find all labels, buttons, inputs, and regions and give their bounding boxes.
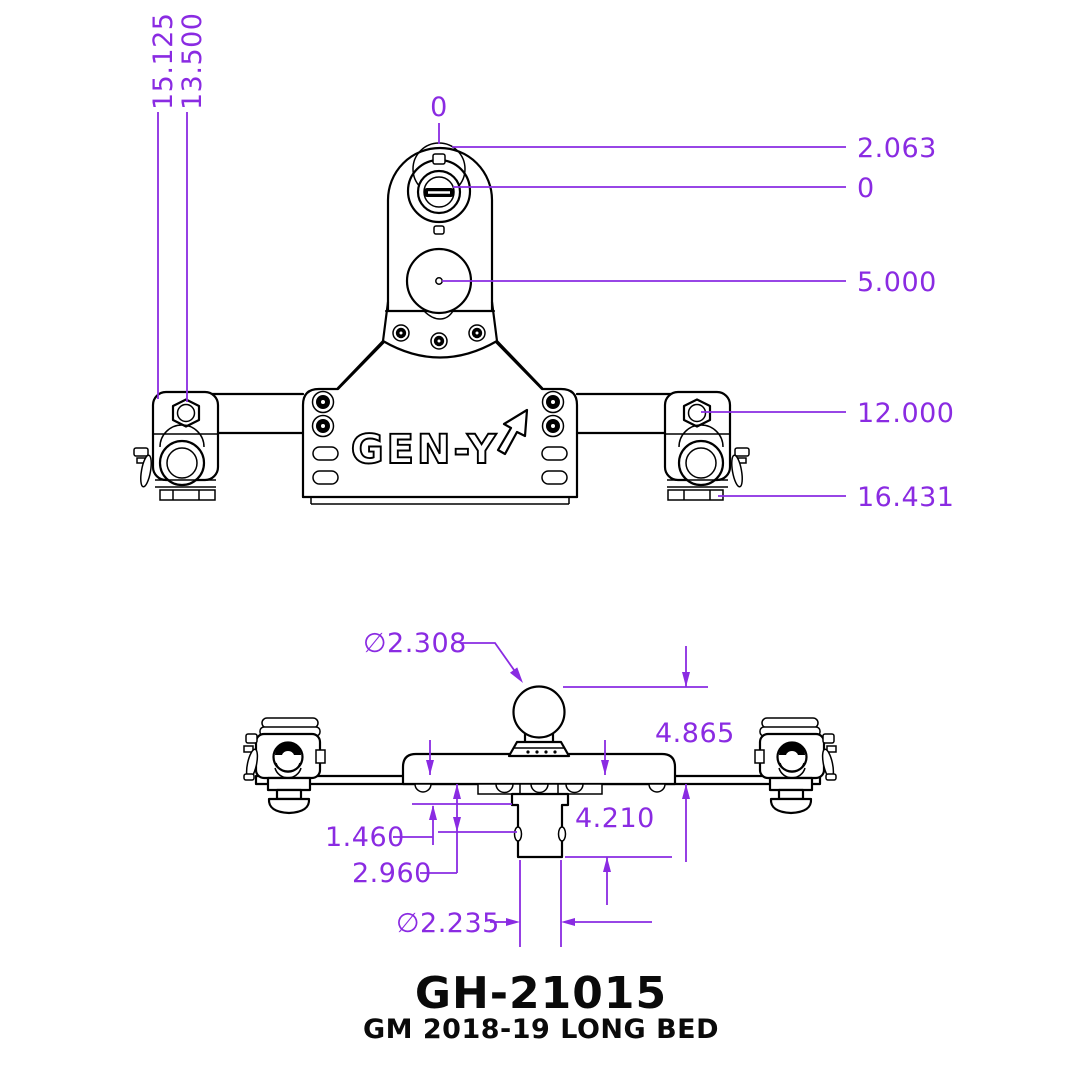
dim-label-shank-diameter: ∅2.235 [396, 908, 500, 939]
plate-bolt [311, 414, 335, 438]
left-arm [210, 392, 305, 435]
shank [510, 792, 570, 859]
side-view-dimensions: ∅2.308 4.865 4.210 1.460 2.960 [325, 628, 735, 947]
plate-slot [312, 470, 339, 485]
dim-label-4-865: 4.865 [655, 718, 735, 749]
vehicle-application: GM 2018-19 LONG BED [363, 1014, 719, 1045]
dim-label-13-500: 13.500 [177, 13, 208, 110]
pivot-hole [405, 247, 473, 315]
plate-bolt [541, 414, 565, 438]
dim-label-5-000: 5.000 [857, 267, 937, 298]
safety-pin-detail [406, 142, 472, 235]
dim-label-15-125: 15.125 [148, 13, 179, 110]
side-right-clamp [753, 716, 838, 815]
brand-logo: GEN-Y [350, 408, 529, 474]
bolt-head-bump [414, 783, 432, 793]
under-plate-bolt-row [477, 783, 603, 795]
right-arm [575, 392, 673, 435]
plate-bolt [541, 390, 565, 414]
plate-slot [541, 470, 568, 485]
dim-label-zero-top: 0 [430, 92, 448, 123]
dim-label-ball-diameter: ∅2.308 [363, 628, 467, 659]
plate-slot [312, 446, 339, 461]
side-left-clamp [242, 716, 327, 815]
front-left-clamp [132, 390, 220, 502]
pin-hole [557, 826, 567, 842]
title-block: GH-21015 GM 2018-19 LONG BED [363, 968, 719, 1045]
dim-label-zero-right: 0 [857, 173, 875, 204]
dim-label-4-210: 4.210 [575, 803, 655, 834]
pin-hole [513, 826, 523, 842]
logo-arrow-icon [496, 408, 529, 456]
head-bolt [392, 324, 410, 342]
dim-label-16-431: 16.431 [857, 482, 954, 513]
front-view-dimensions: 15.125 13.500 0 2.063 0 5.000 12.000 16.… [148, 13, 954, 513]
hitch-ball [507, 685, 571, 758]
dim-label-12-000: 12.000 [857, 398, 954, 429]
head-bolt [430, 332, 448, 350]
head-bolt [468, 324, 486, 342]
plate-slot [541, 446, 568, 461]
front-right-clamp [663, 390, 751, 502]
side-view-drawing [242, 685, 838, 859]
dim-label-2-063: 2.063 [857, 133, 937, 164]
front-view-drawing: GEN-Y [132, 142, 751, 505]
dim-label-2-960: 2.960 [352, 858, 432, 889]
dim-label-1-460: 1.460 [325, 822, 405, 853]
brand-logo-text: GEN-Y [351, 427, 499, 473]
part-number: GH-21015 [415, 968, 667, 1019]
bolt-head-bump [648, 783, 666, 793]
plate-bolt [311, 390, 335, 414]
head-plate-profile [401, 752, 677, 786]
main-plate [301, 340, 579, 505]
